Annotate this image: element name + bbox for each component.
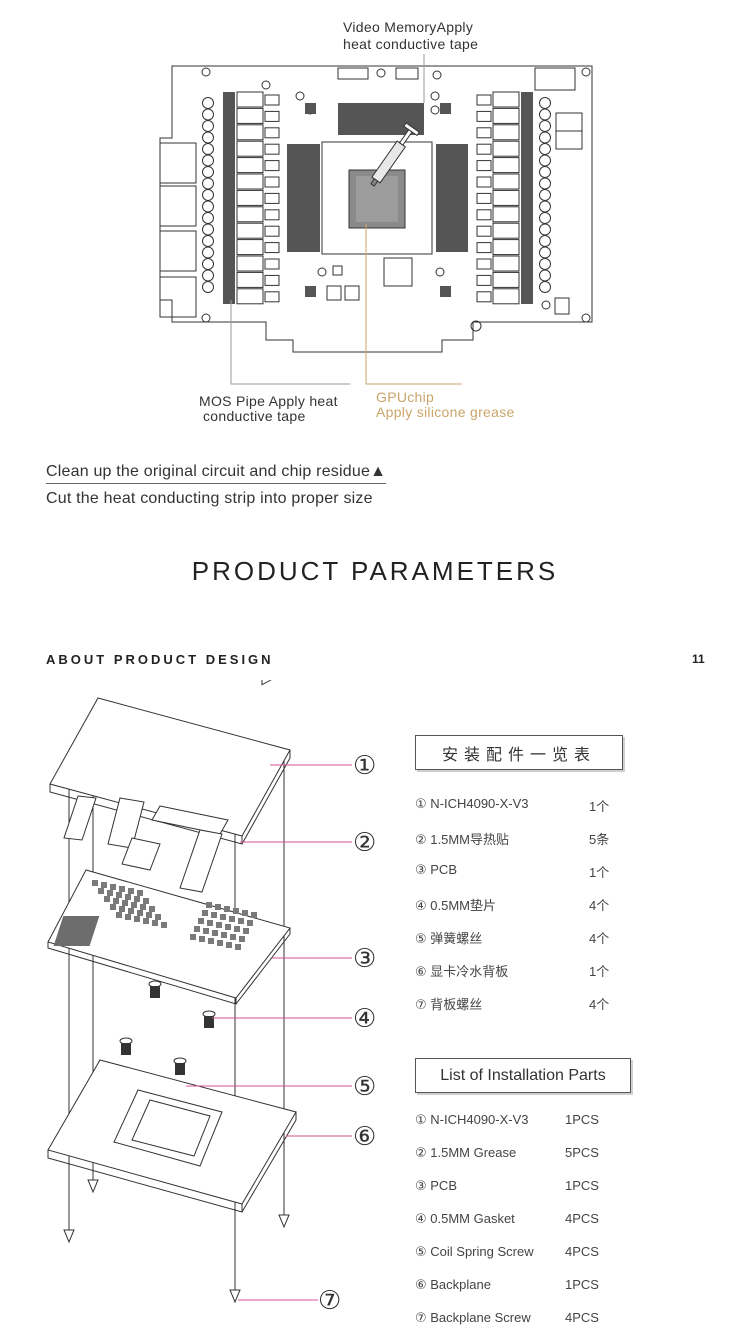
page-number: 11: [692, 652, 705, 666]
exploded-assembly-diagram: [47, 680, 352, 1304]
label-mos-pipe: MOS Pipe Apply heat conductive tape: [199, 394, 338, 424]
label-video-memory: Video MemoryApply heat conductive tape: [343, 19, 478, 53]
part-qty: 1PCS: [565, 1277, 599, 1292]
part-qty: 4个: [589, 997, 610, 1012]
callout-3: ③: [353, 943, 377, 973]
list-item: ⑤ 弹簧螺丝 4个: [415, 928, 609, 961]
list-item: ① N-ICH4090-X-V3 1PCS: [415, 1112, 599, 1145]
part-name: ② 1.5MM Grease: [415, 1145, 517, 1160]
part-qty: 1个: [589, 964, 610, 979]
part-qty: 1个: [589, 799, 610, 814]
section-title: PRODUCT PARAMETERS: [191, 556, 559, 586]
parts-cn-title: 安装配件一览表: [415, 735, 623, 770]
part-qty: 1个: [589, 865, 610, 880]
part-name: ③ PCB: [415, 1178, 457, 1193]
list-item: ① N-ICH4090-X-V3 1个: [415, 796, 609, 829]
part-name: ⑤ Coil Spring Screw: [415, 1244, 534, 1259]
part-name: ④ 0.5MM Gasket: [415, 1211, 515, 1226]
label-mos-line2: conductive tape: [203, 408, 306, 424]
list-item: ④ 0.5MM垫片 4个: [415, 895, 609, 928]
part-name: ① N-ICH4090-X-V3: [415, 1112, 529, 1127]
callout-5: ⑤: [353, 1071, 377, 1101]
part-name: ① N-ICH4090-X-V3: [415, 796, 529, 811]
label-gpu-line1: GPUchip: [376, 389, 435, 405]
part-name: ⑦ Backplane Screw: [415, 1310, 531, 1325]
list-item: ③ PCB 1个: [415, 862, 609, 895]
part-qty: 4PCS: [565, 1244, 599, 1259]
part-qty: 4个: [589, 931, 610, 946]
part-qty: 4PCS: [565, 1310, 599, 1325]
list-item: ⑤ Coil Spring Screw 4PCS: [415, 1244, 599, 1277]
list-item: ⑦ 背板螺丝 4个: [415, 994, 609, 1027]
list-item: ⑦ Backplane Screw 4PCS: [415, 1310, 599, 1343]
part-qty: 5PCS: [565, 1145, 599, 1160]
callout-2: ②: [353, 827, 377, 857]
note-clean-up-text: Clean up the original circuit and chip r…: [46, 463, 371, 480]
label-video-memory-line1: Video MemoryApply: [343, 19, 474, 35]
part-name: ⑥ 显卡冷水背板: [415, 964, 509, 979]
callout-1: ①: [353, 750, 377, 780]
parts-en-title: List of Installation Parts: [415, 1058, 631, 1093]
part-qty: 5条: [589, 832, 610, 847]
label-gpu-line2: Apply silicone grease: [376, 404, 515, 420]
part-name: ③ PCB: [415, 862, 457, 877]
list-item: ⑥ 显卡冷水背板 1个: [415, 961, 609, 994]
callout-6: ⑥: [353, 1121, 377, 1151]
part-qty: 1PCS: [565, 1112, 599, 1127]
part-qty: 4PCS: [565, 1211, 599, 1226]
list-item: ② 1.5MM导热贴 5条: [415, 829, 609, 862]
part-name: ④ 0.5MM垫片: [415, 898, 496, 913]
part-name: ⑤ 弹簧螺丝: [415, 931, 483, 946]
subheading: ABOUT PRODUCT DESIGN: [46, 652, 274, 667]
callout-4: ④: [353, 1003, 377, 1033]
list-item: ② 1.5MM Grease 5PCS: [415, 1145, 599, 1178]
triangle-up-icon: ▲: [370, 463, 387, 480]
list-item: ③ PCB 1PCS: [415, 1178, 599, 1211]
label-mos-line1: MOS Pipe Apply heat: [199, 393, 338, 409]
label-video-memory-line2: heat conductive tape: [343, 36, 479, 52]
part-qty: 1PCS: [565, 1178, 599, 1193]
label-gpu-chip: GPUchip Apply silicone grease: [376, 390, 515, 420]
callout-7: ⑦: [318, 1285, 342, 1315]
pcb-top-diagram: [159, 54, 593, 385]
list-item: ⑥ Backplane 1PCS: [415, 1277, 599, 1310]
part-name: ⑦ 背板螺丝: [415, 997, 483, 1012]
part-name: ② 1.5MM导热贴: [415, 832, 509, 847]
note-clean-up: Clean up the original circuit and chip r…: [46, 463, 387, 484]
note-cut-strip: Cut the heat conducting strip into prope…: [46, 490, 373, 507]
part-qty: 4个: [589, 898, 610, 913]
list-item: ④ 0.5MM Gasket 4PCS: [415, 1211, 599, 1244]
part-name: ⑥ Backplane: [415, 1277, 491, 1292]
